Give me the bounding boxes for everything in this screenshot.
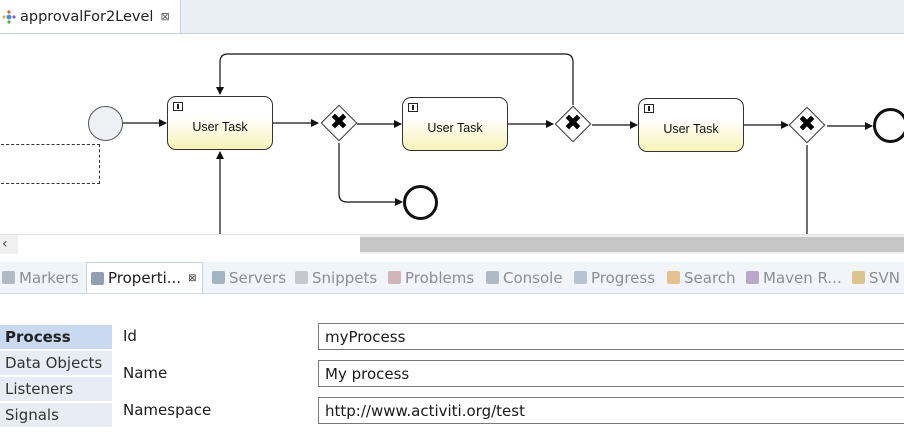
properties-icon: [91, 271, 104, 285]
close-icon[interactable]: ⊠: [188, 272, 197, 284]
close-icon[interactable]: ⊠: [160, 10, 170, 23]
scroll-track[interactable]: [18, 235, 360, 254]
user-task-2[interactable]: User Task: [402, 97, 508, 151]
horizontal-scrollbar[interactable]: ‹: [0, 234, 904, 254]
tab-label: Problems: [405, 268, 475, 287]
tab-search[interactable]: Search: [667, 262, 736, 293]
name-label: Name: [123, 364, 168, 382]
maven-icon: [746, 271, 759, 284]
sidebar-item-label: Process: [5, 328, 71, 346]
user-task-icon: [644, 104, 654, 113]
sidebar-item-listeners[interactable]: Listeners: [0, 377, 112, 402]
lane-boundary: [0, 144, 100, 184]
user-task-icon: [408, 103, 418, 112]
namespace-label: Namespace: [123, 401, 212, 419]
sidebar-item-label: Listeners: [5, 380, 74, 398]
id-field[interactable]: [318, 323, 904, 350]
tab-label: Servers: [229, 268, 287, 287]
tab-snippets[interactable]: Snippets: [295, 262, 377, 293]
start-event[interactable]: [88, 106, 123, 141]
search-icon: [667, 271, 680, 284]
tab-label: Properti...: [108, 269, 182, 287]
scroll-thumb[interactable]: [360, 237, 904, 252]
servers-icon: [212, 271, 225, 284]
tab-label: Console: [503, 268, 563, 287]
task-label: User Task: [192, 120, 248, 134]
tab-markers[interactable]: Markers: [2, 262, 79, 293]
tab-progress[interactable]: Progress: [574, 262, 655, 293]
task-label: User Task: [663, 122, 719, 136]
scroll-left-icon[interactable]: ‹: [2, 236, 8, 252]
namespace-field[interactable]: [318, 397, 904, 424]
gateway-x-icon: ✖: [797, 112, 817, 137]
end-event-2[interactable]: [403, 185, 438, 220]
id-label: Id: [123, 327, 137, 345]
console-icon: [486, 271, 499, 284]
progress-icon: [574, 271, 587, 284]
tab-problems[interactable]: Problems: [388, 262, 474, 293]
tab-maven-repositories[interactable]: Maven R...: [746, 262, 842, 293]
flow-gw1-end2: [338, 143, 403, 206]
editor-tab-approval[interactable]: approvalFor2Level ⊠: [0, 0, 181, 33]
tab-properties[interactable]: Properti... ⊠: [86, 262, 204, 293]
diagram-canvas[interactable]: User Task ✖ User Task ✖ User Task ✖: [0, 34, 904, 234]
sequence-flows: [123, 53, 873, 234]
tab-servers[interactable]: Servers: [212, 262, 286, 293]
problems-icon: [388, 271, 401, 284]
gateway-x-icon: ✖: [563, 111, 583, 136]
user-task-1[interactable]: User Task: [167, 96, 273, 150]
tab-label: Progress: [591, 268, 656, 287]
flow-gw2-back-task1: [216, 53, 574, 105]
tab-label: Search: [684, 268, 736, 287]
gateway-x-icon: ✖: [329, 110, 349, 135]
user-task-3[interactable]: User Task: [638, 98, 744, 152]
editor-tab-bar: approvalFor2Level ⊠: [0, 0, 904, 34]
task-label: User Task: [427, 121, 483, 135]
snippets-icon: [295, 271, 308, 284]
tab-console[interactable]: Console: [486, 262, 563, 293]
tab-label: SVN: [869, 268, 901, 287]
name-field[interactable]: [318, 360, 904, 387]
sidebar-item-data-objects[interactable]: Data Objects: [0, 351, 112, 376]
markers-icon: [2, 271, 15, 284]
tab-label: Markers: [19, 268, 79, 287]
views-tab-bar: Markers Properti... ⊠ Servers Snippets P…: [0, 262, 904, 294]
sidebar-item-process[interactable]: Process: [0, 325, 112, 350]
properties-sidebar: Process Data Objects Listeners Signals: [0, 325, 112, 428]
sidebar-item-label: Data Objects: [5, 354, 103, 372]
sidebar-item-signals[interactable]: Signals: [0, 403, 112, 428]
tab-label: Snippets: [312, 268, 378, 287]
process-diagram-icon: [2, 9, 16, 24]
svn-icon: [852, 271, 865, 284]
tab-label: Maven R...: [763, 268, 842, 287]
tab-svn[interactable]: SVN: [852, 262, 900, 293]
end-event-1[interactable]: [873, 108, 904, 143]
editor-tab-label: approvalFor2Level: [20, 8, 154, 25]
sidebar-item-label: Signals: [5, 406, 59, 424]
user-task-icon: [173, 102, 183, 111]
